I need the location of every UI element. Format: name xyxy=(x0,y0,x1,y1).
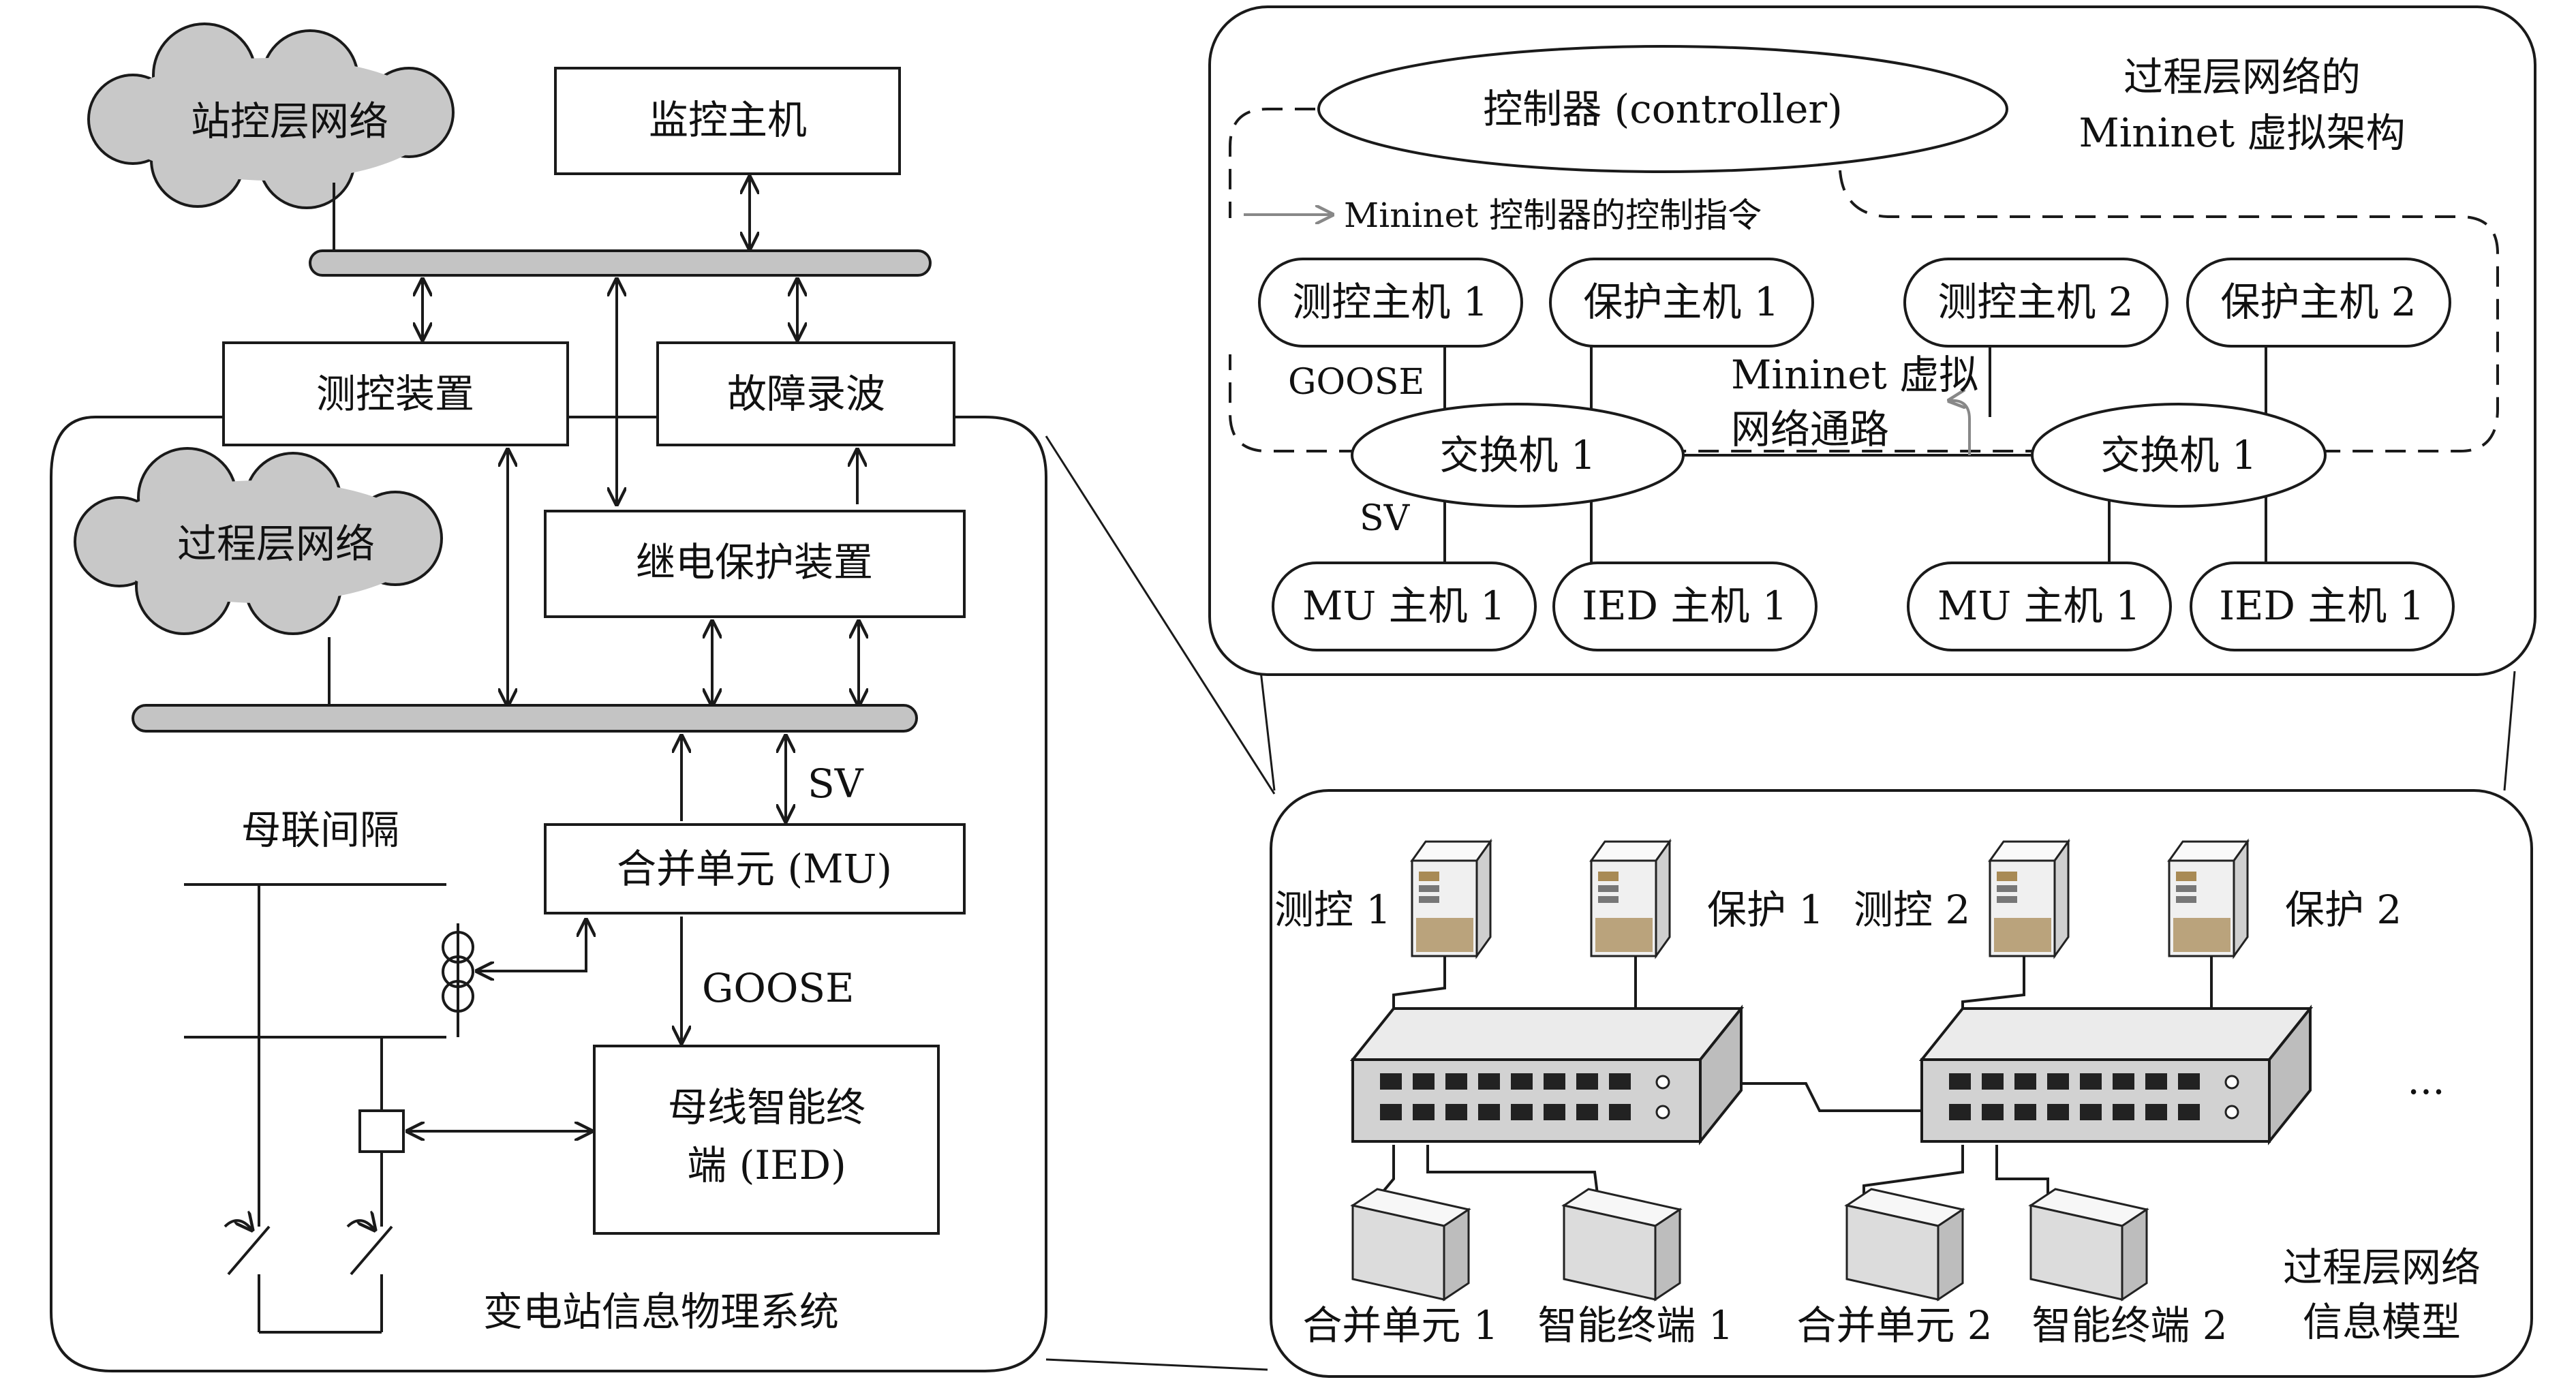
switch-left xyxy=(1351,403,1685,508)
monitor-host-box xyxy=(554,67,901,175)
server-label-4: 保护 2 xyxy=(2285,887,2402,933)
host-bottom-3-label: MU 主机 1 xyxy=(1937,583,2141,629)
monitor-host-label: 监控主机 xyxy=(649,97,807,143)
goose-label-mininet: GOOSE xyxy=(1288,362,1424,403)
control-instruction-label: Mininet 控制器的控制指令 xyxy=(1344,196,1762,235)
switch-icon-left xyxy=(1349,1004,1745,1145)
host-top-2-label: 保护主机 1 xyxy=(1583,279,1779,325)
left-panel: 站控层网络 监控主机 测控装置 故障录波 xyxy=(50,22,1047,1372)
server-label-3: 测控 2 xyxy=(1854,887,1970,933)
host-bottom-4-label: IED 主机 1 xyxy=(2219,583,2425,629)
merging-unit-label: 合并单元 (MU) xyxy=(617,846,892,892)
sv-label-mininet: SV xyxy=(1360,498,1411,539)
fault-recorder-box xyxy=(656,341,955,446)
bus-ied-label-line2: 端 (IED) xyxy=(687,1142,846,1188)
device-icon-1 xyxy=(1351,1188,1470,1301)
switch-left-label: 交换机 1 xyxy=(1439,432,1595,478)
device-label-4: 智能终端 2 xyxy=(2031,1302,2227,1349)
ellipsis-label: ... xyxy=(2407,1057,2444,1103)
info-model-caption-line2: 信息模型 xyxy=(2303,1299,2461,1345)
controller-ellipse xyxy=(1317,45,2008,173)
mininet-panel: 控制器 (controller) 过程层网络的 Mininet 虚拟架构 Min… xyxy=(1208,5,2536,676)
switch-icon-right xyxy=(1918,1004,2314,1145)
mininet-title-line1: 过程层网络的 xyxy=(2123,54,2361,100)
virtual-path-label-line1: Mininet 虚拟 xyxy=(1731,352,1978,398)
substation-cps-caption: 变电站信息物理系统 xyxy=(483,1289,839,1335)
controller-dashed-region xyxy=(1229,108,2499,452)
server-icon-2 xyxy=(1590,840,1671,957)
relay-protection-device-label: 继电保护装置 xyxy=(636,539,873,585)
host-top-1-label: 测控主机 1 xyxy=(1292,279,1488,325)
device-label-3: 合并单元 2 xyxy=(1796,1302,1992,1349)
station-bus xyxy=(309,249,932,277)
host-top-4-label: 保护主机 2 xyxy=(2220,279,2416,325)
host-bottom-2-label: IED 主机 1 xyxy=(1582,583,1788,629)
host-bottom-1 xyxy=(1272,562,1537,651)
mininet-title-line2: Mininet 虚拟架构 xyxy=(2079,110,2405,156)
host-top-3 xyxy=(1903,258,2168,348)
station-layer-network-cloud: 站控层网络 xyxy=(87,22,455,209)
host-top-1 xyxy=(1258,258,1523,348)
mininet-panel-border xyxy=(1208,5,2536,676)
server-icon-4 xyxy=(2168,840,2249,957)
process-layer-network-cloud: 过程层网络 xyxy=(74,447,443,635)
virtual-path-label-line2: 网络通路 xyxy=(1731,406,1889,452)
bus-ied-box xyxy=(593,1045,940,1235)
switch-right-label: 交换机 1 xyxy=(2100,432,2256,478)
goose-label-left: GOOSE xyxy=(702,965,855,1011)
server-icon-3 xyxy=(1989,840,2070,957)
zoom-connector-lines xyxy=(1045,435,2516,1371)
server-icon-1 xyxy=(1411,840,1492,957)
process-bus xyxy=(132,704,918,733)
server-label-1: 测控 1 xyxy=(1274,887,1391,933)
circuit-breaker xyxy=(358,1109,405,1153)
device-icon-4 xyxy=(2029,1188,2148,1301)
substation-cps-panel-border xyxy=(50,416,1047,1372)
mininet-links xyxy=(1443,346,2267,563)
relay-protection-device-box xyxy=(544,510,966,618)
host-top-3-label: 测控主机 2 xyxy=(1937,279,2133,325)
bus-coupler-wiring xyxy=(184,883,446,1334)
device-label-2: 智能终端 1 xyxy=(1537,1302,1733,1349)
info-model-panel: 测控 1 保护 1 测控 2 保护 2 xyxy=(1270,789,2533,1378)
station-layer-network-label: 站控层网络 xyxy=(191,98,388,144)
device-icon-3 xyxy=(1845,1188,1964,1301)
device-icon-2 xyxy=(1563,1188,1681,1301)
measure-control-device-label: 测控装置 xyxy=(316,371,474,417)
host-bottom-3 xyxy=(1907,562,2172,651)
host-bottom-4 xyxy=(2190,562,2455,651)
host-bottom-2 xyxy=(1552,562,1818,651)
fault-recorder-label: 故障录波 xyxy=(727,371,885,417)
virtual-path-arrow xyxy=(1949,401,1971,455)
merging-unit-box xyxy=(544,823,966,914)
sv-label-left: SV xyxy=(808,760,864,807)
server-label-2: 保护 1 xyxy=(1707,887,1824,933)
info-model-caption-line1: 过程层网络 xyxy=(2283,1244,2481,1291)
measure-control-device-box xyxy=(222,341,569,446)
bus-ied-label-line1: 母线智能终 xyxy=(668,1084,865,1131)
host-top-2 xyxy=(1549,258,1814,348)
controller-label: 控制器 (controller) xyxy=(1483,86,1843,132)
host-top-4 xyxy=(2186,258,2451,348)
host-bottom-1-label: MU 主机 1 xyxy=(1302,583,1505,629)
device-label-1: 合并单元 1 xyxy=(1302,1302,1498,1349)
bus-coupler-bay-label: 母联间隔 xyxy=(241,807,399,853)
switch-right xyxy=(2031,403,2327,508)
current-transformer xyxy=(442,923,474,1037)
process-layer-network-label: 过程层网络 xyxy=(177,521,375,567)
